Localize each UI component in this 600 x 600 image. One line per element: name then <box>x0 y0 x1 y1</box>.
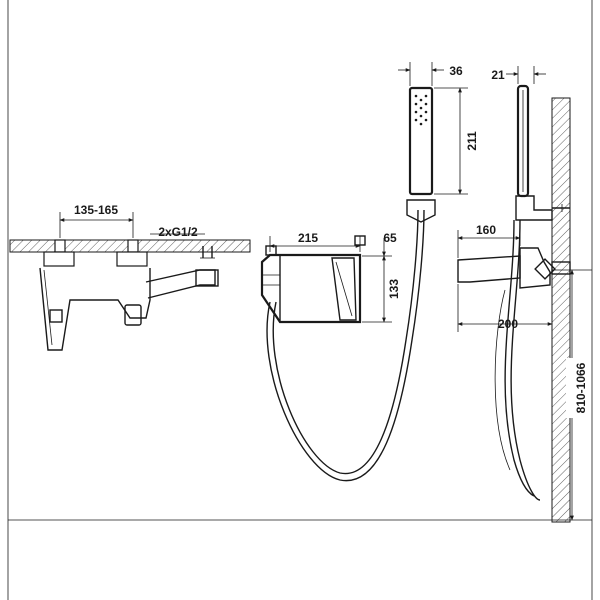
wall-hatched-section <box>551 97 571 523</box>
drawing-frame <box>7 0 593 600</box>
rail-offset-label: 21 <box>491 68 505 82</box>
valve-spacing-label: 135-165 <box>74 203 118 217</box>
spout-projection-label: 200 <box>498 317 518 331</box>
right-valve-nut <box>116 251 148 267</box>
dim-rail-offset: 21 <box>491 66 546 84</box>
body-depth-label: 65 <box>383 231 397 245</box>
left-valve-stem <box>54 239 66 253</box>
dim-hand-shower-length: 211 <box>434 87 479 195</box>
dim-hand-shower-width: 36 <box>398 62 463 86</box>
mount-height-label: 810-1066 <box>574 362 588 413</box>
dim-spout-offset: 160 <box>457 223 521 258</box>
dim-body-depth: 65 <box>362 231 397 257</box>
body-height-label: 133 <box>387 279 401 299</box>
connection-label: 2xG1/2 <box>158 225 198 239</box>
hand-shower-length-label: 211 <box>465 131 479 151</box>
dim-body-length: 215 <box>269 231 361 252</box>
dim-body-height: 133 <box>362 255 401 323</box>
dim-connection: 2xG1/2 <box>150 225 205 239</box>
hand-shower-width-label: 36 <box>449 64 463 78</box>
dim-mount-height: 810-1066 <box>552 269 592 521</box>
dim-spout-projection: 200 <box>457 284 553 332</box>
spout-offset-label: 160 <box>476 223 496 237</box>
side-view <box>457 84 571 523</box>
top-view-deck-mount <box>9 239 251 351</box>
left-valve-nut <box>43 251 75 267</box>
dim-valve-spacing: 135-165 <box>59 203 134 238</box>
front-view <box>260 86 436 482</box>
right-valve-stem <box>127 239 139 253</box>
shower-nozzles <box>414 94 428 126</box>
body-length-label: 215 <box>298 231 318 245</box>
